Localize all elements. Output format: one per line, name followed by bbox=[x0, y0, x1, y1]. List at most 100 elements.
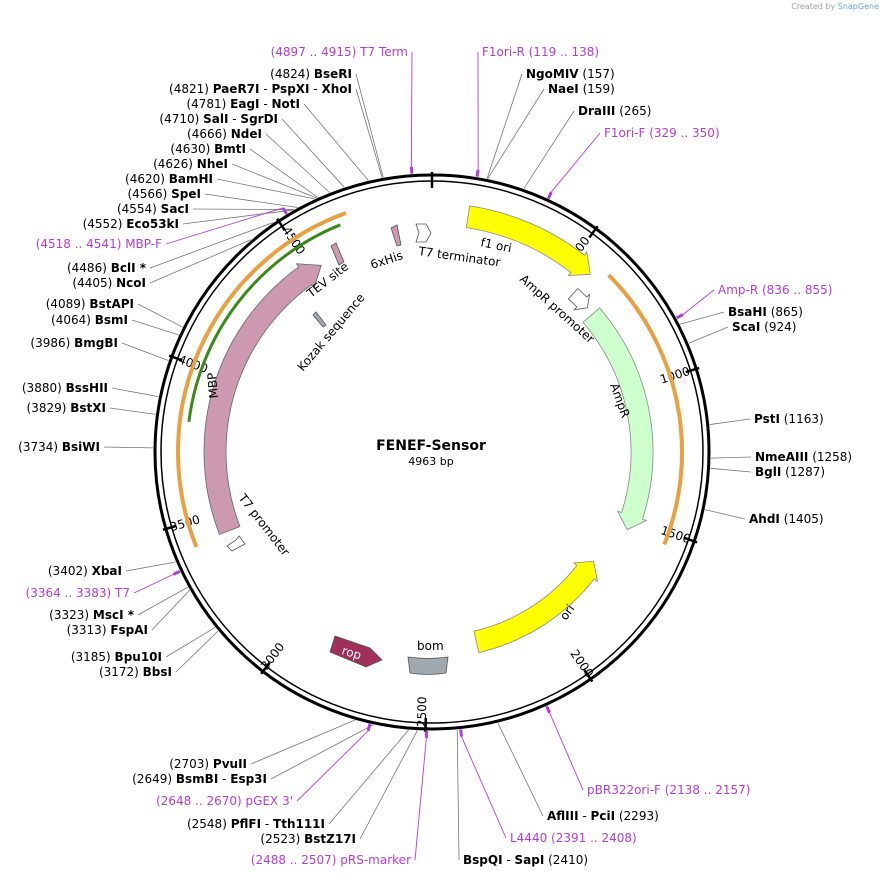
primer-pgex-3-[interactable]: (2648 .. 2670) pGEX 3' bbox=[156, 794, 293, 808]
leader-eagi bbox=[303, 103, 369, 181]
leader-bpu10i bbox=[165, 627, 216, 658]
tick-3000 bbox=[260, 661, 271, 675]
primer-mark-2 bbox=[547, 191, 553, 200]
leader-ndei bbox=[265, 133, 330, 193]
enzyme-psti[interactable]: PstI (1163) bbox=[754, 412, 824, 426]
feature-rop[interactable] bbox=[329, 635, 383, 668]
enzyme-bsmi[interactable]: (4064) BsmI bbox=[51, 313, 128, 327]
enzyme-paer7i[interactable]: (4821) PaeR7I - PspXI - XhoI bbox=[169, 82, 352, 96]
feature-6xhis[interactable] bbox=[390, 224, 402, 247]
enzyme-nhei[interactable]: (4626) NheI bbox=[153, 157, 228, 171]
feature-bom[interactable] bbox=[407, 656, 449, 675]
primer-f1ori-f[interactable]: F1ori-F (329 .. 350) bbox=[604, 126, 720, 140]
enzyme-bsshii[interactable]: (3880) BssHII bbox=[22, 381, 108, 395]
enzyme-bsiwi[interactable]: (3734) BsiWI bbox=[18, 440, 100, 454]
tick-2000 bbox=[583, 669, 594, 683]
primer-leader-6 bbox=[414, 737, 427, 861]
enzyme-ngomiv[interactable]: NgoMIV (157) bbox=[526, 67, 615, 81]
leader-bstxi bbox=[109, 407, 156, 415]
leader-bseri bbox=[355, 73, 384, 178]
feature-ori[interactable] bbox=[473, 560, 599, 654]
primer-pbr322ori-f[interactable]: pBR322ori-F (2138 .. 2157) bbox=[587, 783, 750, 797]
enzyme-saci[interactable]: (4554) SacI bbox=[117, 202, 189, 216]
primer-mbp-f[interactable]: (4518 .. 4541) MBP-F bbox=[36, 237, 162, 251]
enzyme-bstxi[interactable]: (3829) BstXI bbox=[27, 401, 106, 415]
primer-f1ori-r[interactable]: F1ori-R (119 .. 138) bbox=[482, 45, 599, 59]
enzyme-bmgbi[interactable]: (3986) BmgBI bbox=[30, 336, 118, 350]
enzyme-bgli[interactable]: BglI (1287) bbox=[755, 465, 825, 479]
primer-leader-3 bbox=[682, 289, 715, 315]
primer-leader-2 bbox=[550, 132, 601, 193]
enzyme-pflfi[interactable]: (2548) PflFI - Tth111I bbox=[187, 817, 325, 831]
feature-t7-promoter[interactable] bbox=[226, 535, 246, 552]
enzyme-bbsi[interactable]: (3172) BbsI bbox=[99, 665, 172, 679]
primer-l4440[interactable]: L4440 (2391 .. 2408) bbox=[510, 831, 637, 845]
orf-arc-green bbox=[187, 223, 341, 422]
leader-nmeaiii bbox=[710, 456, 752, 459]
leader-bstz17i bbox=[359, 730, 418, 840]
feature-kozak-sequence[interactable] bbox=[312, 311, 327, 328]
primer-t7[interactable]: (3364 .. 3383) T7 bbox=[26, 586, 130, 600]
enzyme-ncoi[interactable]: (4405) NcoI bbox=[72, 276, 146, 290]
tick-4500 bbox=[276, 218, 286, 232]
enzyme-bamhi[interactable]: (4620) BamHI bbox=[125, 172, 213, 186]
leader-paer7i bbox=[355, 88, 383, 178]
feature-f1-ori[interactable] bbox=[465, 205, 591, 277]
leader-bsiwi bbox=[103, 446, 154, 449]
label-kozak-sequence: Kozak sequence bbox=[295, 291, 368, 374]
site-labels: (4824) BseRI(4821) PaeR7I - PspXI - XhoI… bbox=[18, 45, 852, 867]
enzyme-eagi[interactable]: (4781) EagI - NotI bbox=[186, 97, 300, 111]
leader-scai bbox=[688, 326, 729, 344]
leader-lines bbox=[103, 51, 752, 861]
enzyme-msci[interactable]: (3323) MscI * bbox=[49, 608, 135, 622]
feature-tev-site[interactable] bbox=[330, 242, 345, 266]
enzyme-ndei[interactable]: (4666) NdeI bbox=[187, 127, 262, 141]
leader-xbai bbox=[125, 561, 176, 572]
enzyme-afliii[interactable]: AflIII - PciI (2293) bbox=[547, 809, 659, 823]
tick-4000 bbox=[168, 354, 183, 362]
leader-bbsi bbox=[175, 630, 219, 673]
enzyme-ahdi[interactable]: AhdI (1405) bbox=[749, 512, 824, 526]
enzyme-bseri[interactable]: (4824) BseRI bbox=[270, 67, 352, 81]
leader-bsmbi bbox=[270, 724, 374, 780]
enzyme-bstz17i[interactable]: (2523) BstZ17I bbox=[260, 832, 356, 846]
feature-mbp[interactable] bbox=[203, 263, 322, 535]
enzyme-bpu10i[interactable]: (3185) Bpu10I bbox=[71, 650, 162, 664]
tick-label-2500: 2500 bbox=[415, 696, 430, 727]
leader-bcli bbox=[149, 221, 274, 269]
enzyme-bsmbi[interactable]: (2649) BsmBI - Esp3I bbox=[132, 772, 267, 786]
enzyme-bsahi[interactable]: BsaHI (865) bbox=[728, 305, 803, 319]
enzyme-naei[interactable]: NaeI (159) bbox=[548, 82, 615, 96]
enzyme-bstapi[interactable]: (4089) BstAPI bbox=[46, 297, 134, 311]
feature-ampr[interactable] bbox=[582, 307, 654, 531]
leader-bmgbi bbox=[121, 342, 169, 361]
enzyme-pvuii[interactable]: (2703) PvuII bbox=[169, 757, 247, 771]
tick-500 bbox=[588, 225, 599, 239]
primer-amp-r[interactable]: Amp-R (836 .. 855) bbox=[718, 283, 832, 297]
enzyme-nmeaiii[interactable]: NmeAIII (1258) bbox=[755, 450, 852, 464]
enzyme-bmti[interactable]: (4630) BmtI bbox=[170, 142, 246, 156]
enzyme-draiii[interactable]: DraIII (265) bbox=[578, 104, 651, 118]
primer-t7-term[interactable]: (4897 .. 4915) T7 Term bbox=[271, 45, 408, 59]
primer-prs-marker[interactable]: (2488 .. 2507) pRS-marker bbox=[251, 853, 411, 867]
leader-msci bbox=[137, 586, 189, 616]
enzyme-fspai[interactable]: (3313) FspAI bbox=[67, 623, 148, 637]
leader-bmti bbox=[249, 148, 319, 198]
tick-1000 bbox=[685, 366, 700, 374]
enzyme-bcli[interactable]: (4486) BclI * bbox=[67, 261, 147, 275]
feature-t7-terminator[interactable] bbox=[415, 223, 432, 243]
orf-arc-left bbox=[176, 211, 347, 548]
enzyme-spei[interactable]: (4566) SpeI bbox=[127, 187, 201, 201]
tick-label-1000: 1000 bbox=[658, 364, 691, 387]
enzyme-bspqi[interactable]: BspQI - SapI (2410) bbox=[463, 853, 588, 867]
primer-leader-7 bbox=[296, 730, 369, 802]
feature-ampr-promoter[interactable] bbox=[567, 287, 591, 311]
leader-eco53ki bbox=[182, 209, 294, 225]
enzyme-sali[interactable]: (4710) SalI - SgrDI bbox=[159, 112, 278, 126]
primer-leader-5 bbox=[461, 736, 507, 839]
created-by-snapgene: Created by SnapGene bbox=[791, 2, 879, 11]
enzyme-xbai[interactable]: (3402) XbaI bbox=[48, 564, 122, 578]
enzyme-eco53ki[interactable]: (4552) Eco53kI bbox=[83, 217, 179, 231]
leader-pflfi bbox=[328, 729, 409, 825]
enzyme-scai[interactable]: ScaI (924) bbox=[732, 320, 796, 334]
